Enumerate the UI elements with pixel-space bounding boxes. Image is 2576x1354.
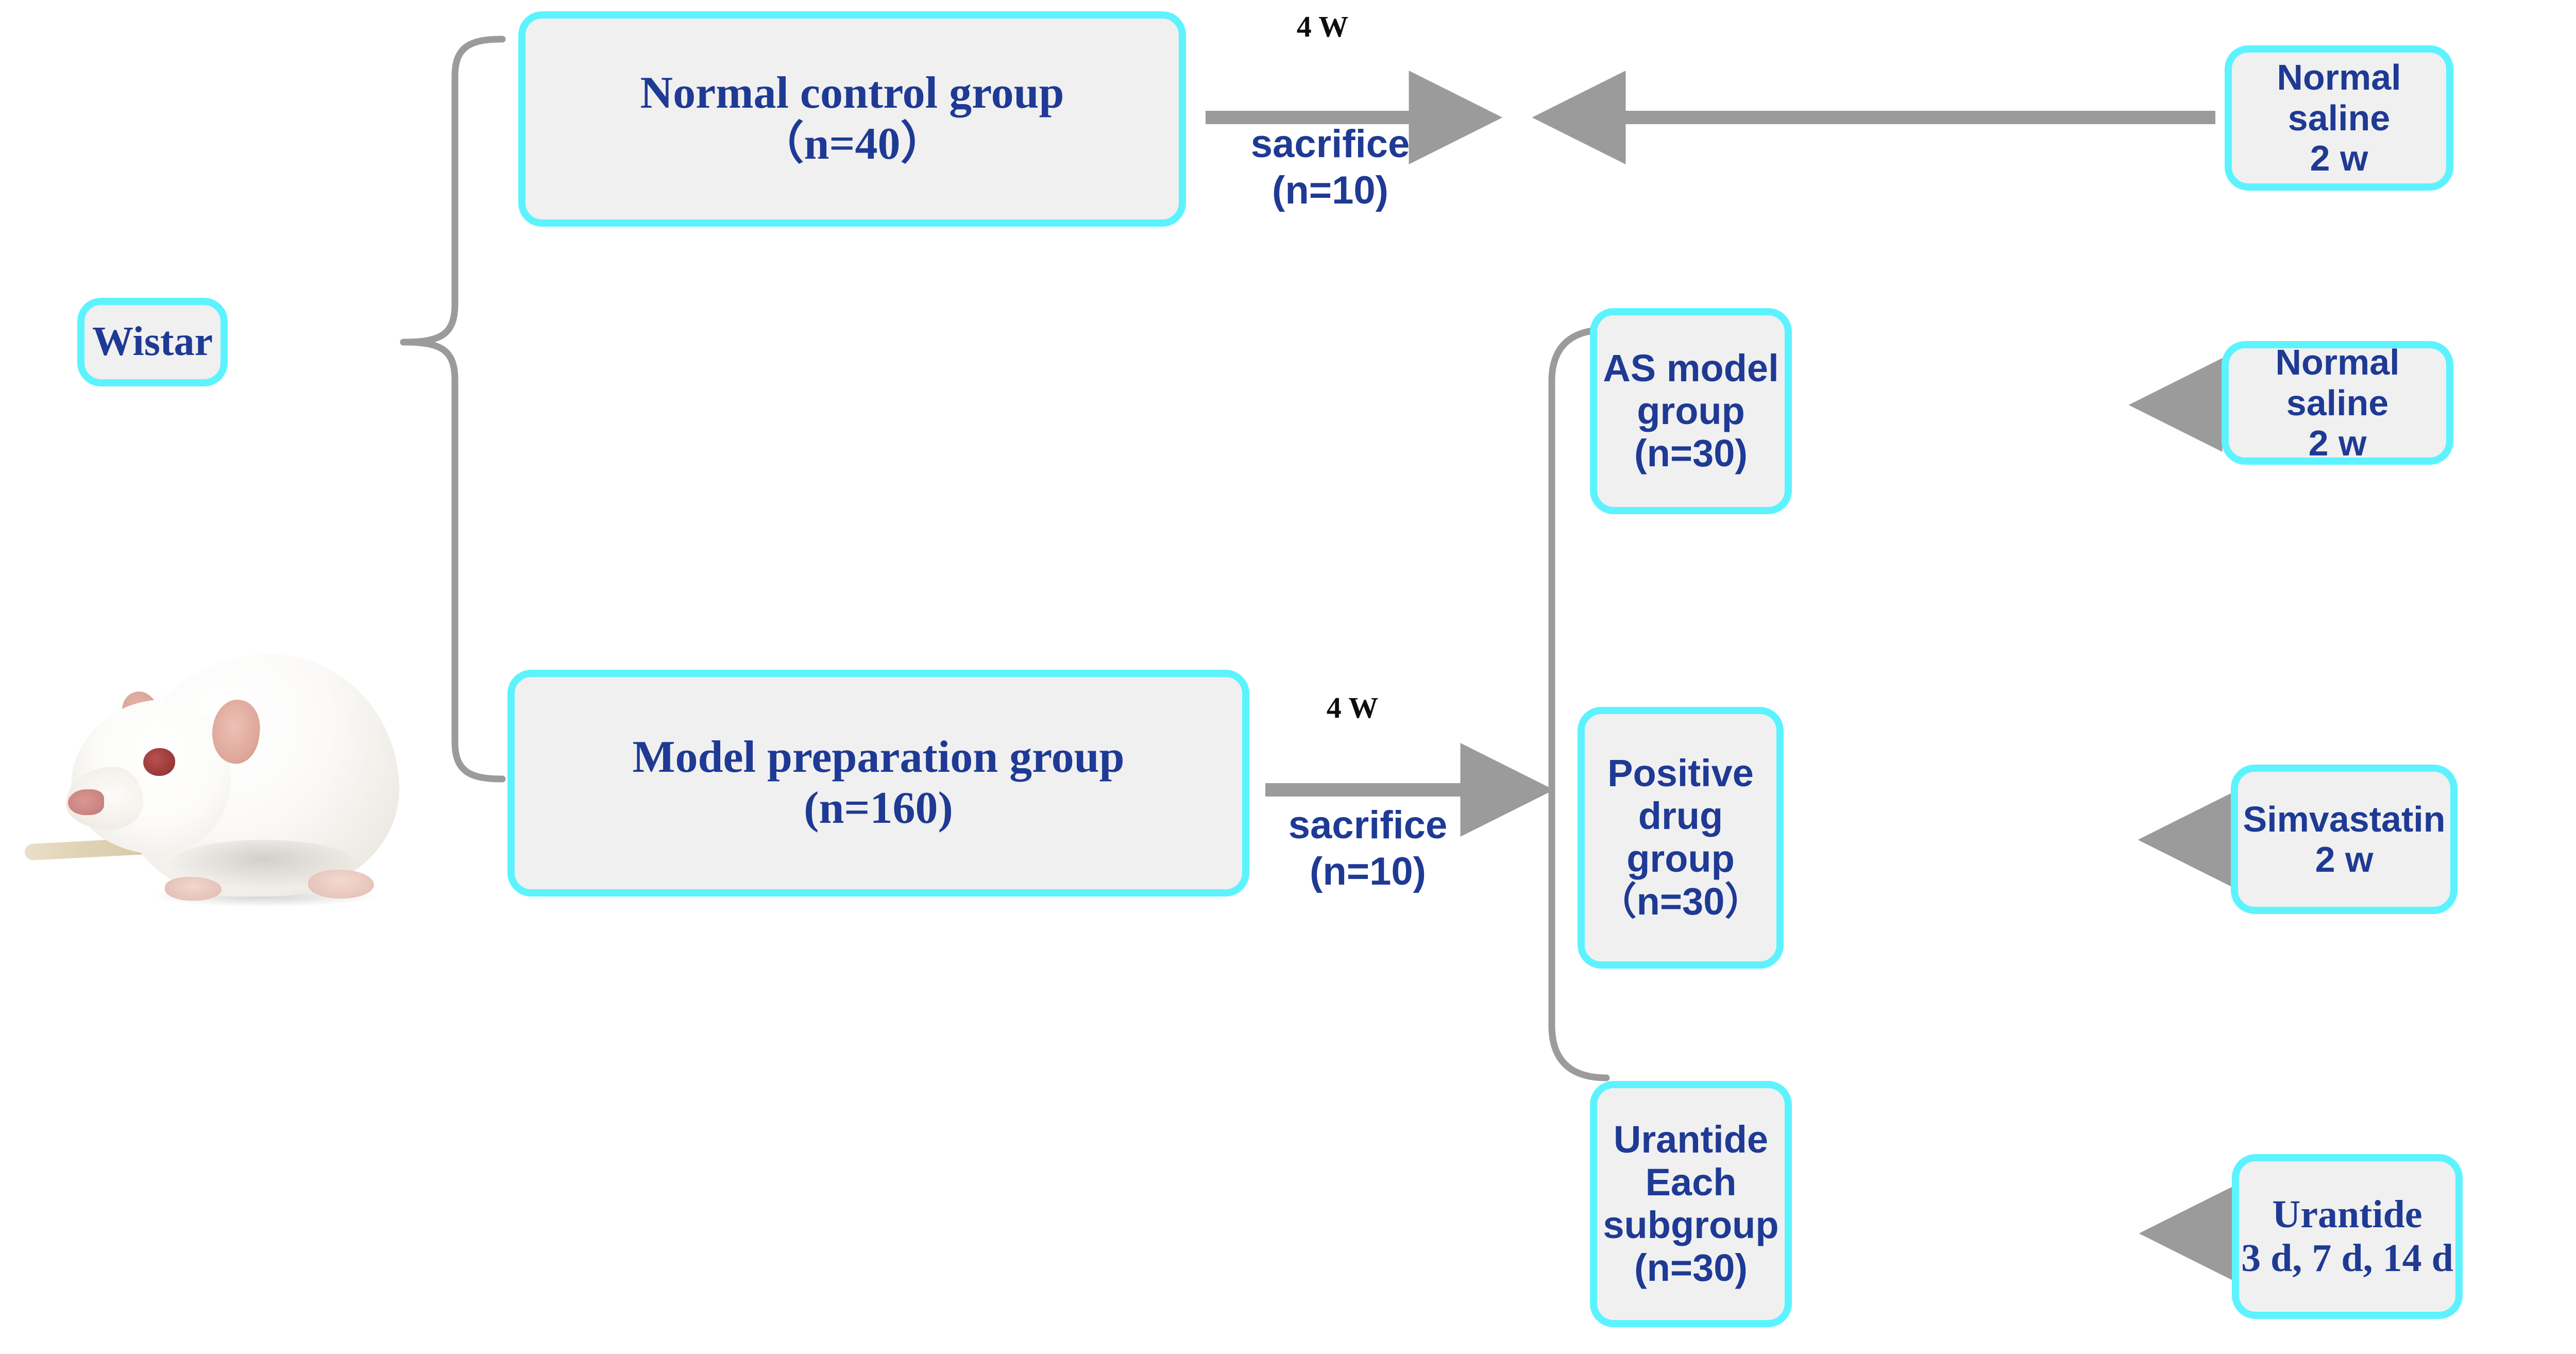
node-normal-saline-control[interactable]: Normal saline 2 w [2225,45,2453,191]
edge-action-top: sacrifice (n=10) [1250,122,1410,212]
node-model-preparation-group[interactable]: Model preparation group (n=160) [507,670,1249,896]
rat-front-foot [165,877,222,901]
edge-label-top-sacrifice: 4 W sacrifice (n=10) [1212,9,1454,213]
node-urantide-group[interactable]: Urantide Each subgroup (n=30) [1590,1081,1792,1327]
edge-duration-top: 4 W [1296,10,1349,43]
node-urantide-dose[interactable]: Urantide 3 d, 7 d, 14 d [2232,1154,2463,1319]
edge-action-bottom: sacrifice (n=10) [1288,803,1448,893]
edge-arrow-gap-top [1212,44,1454,121]
rat-eye [143,748,175,776]
edge-duration-bottom: 4 W [1326,691,1379,724]
rat-nose [68,789,104,815]
rat-hind-foot [308,870,374,899]
node-positive-drug-group[interactable]: Positive drug group （n=30） [1578,707,1784,969]
edge-label-bottom-sacrifice: 4 W sacrifice (n=10) [1247,690,1489,894]
node-as-model-group[interactable]: AS model group (n=30) [1590,308,1792,514]
node-simvastatin[interactable]: Simvastatin 2 w [2231,765,2458,914]
wistar-rat-photo [10,598,438,989]
edge-arrow-gap-bottom [1247,725,1489,802]
node-wistar[interactable]: Wistar [77,298,228,386]
node-normal-saline-as-model[interactable]: Normal saline 2 w [2222,341,2453,465]
node-normal-control-group[interactable]: Normal control group （n=40） [518,11,1186,227]
